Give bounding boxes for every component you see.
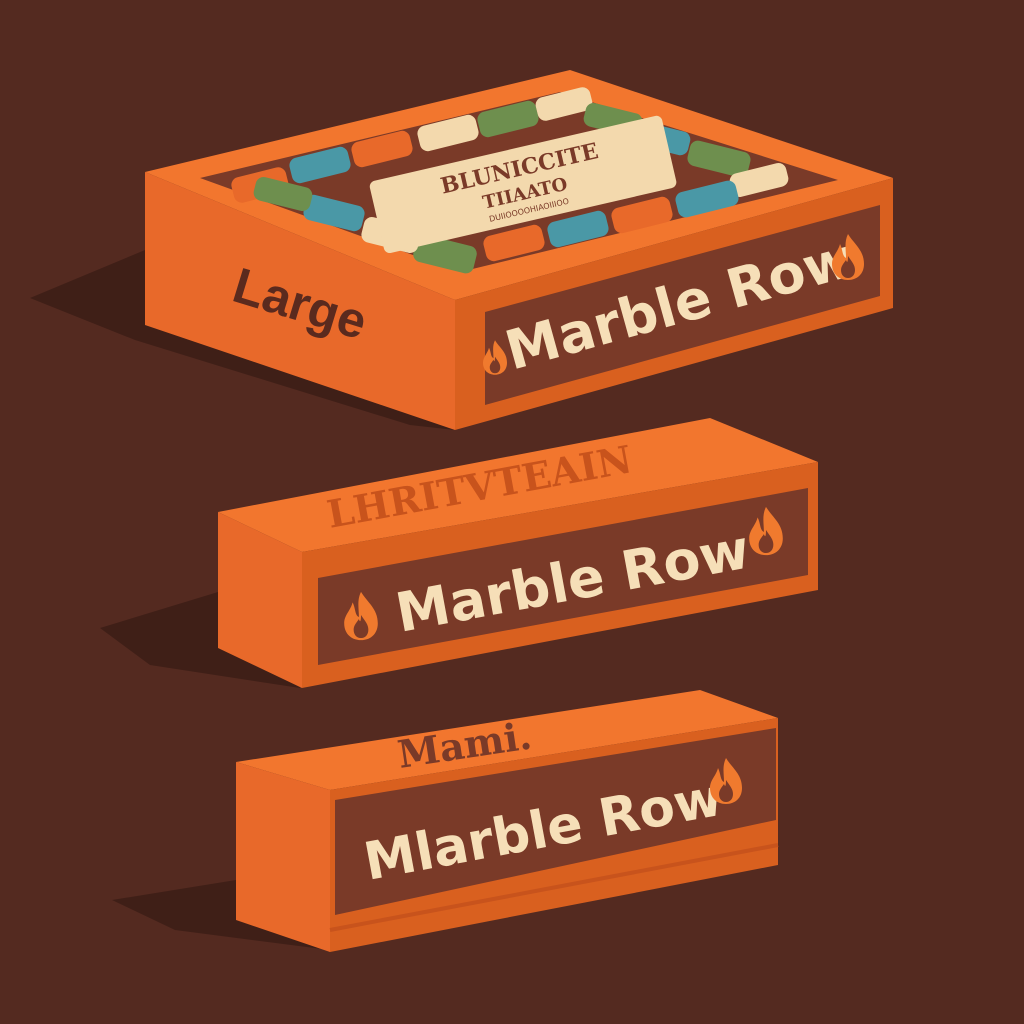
small-box-left-face [236,762,330,952]
medium-box-brand-panel [318,488,808,665]
medium-box-lid [218,418,818,552]
large-box-tiles [231,87,789,274]
small-box-base-line [329,843,779,932]
small-box-lid [236,690,778,790]
large-box-brand-panel [485,205,880,405]
medium-box: LHRITVTEAIN Marble Row [100,418,818,688]
medium-box-left-face [218,512,302,688]
small-box-brand-panel [335,728,776,915]
large-box-board-label [369,115,677,254]
large-box: BLUNICCITE TIIAATO DUIIOOOOHIAOIIIOO Lar… [30,70,893,430]
large-box-left-face [145,172,455,430]
small-box: Mami. Mlarble Row [112,690,779,952]
